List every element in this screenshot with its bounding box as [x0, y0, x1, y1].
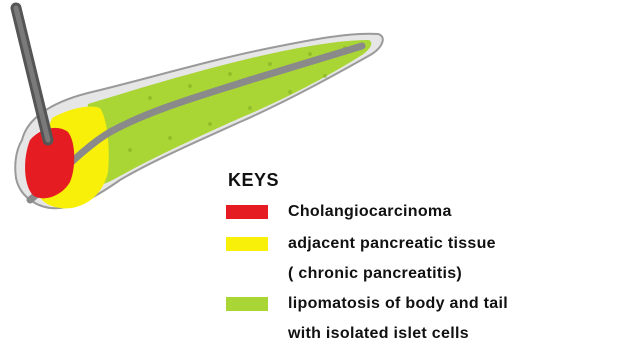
legend-label: adjacent pancreatic tissue — [288, 230, 496, 258]
legend-label: ( chronic pancreatitis) — [288, 260, 462, 288]
legend-label: with isolated islet cells — [288, 320, 469, 348]
legend-title: KEYS — [228, 170, 279, 191]
legend-swatch — [226, 237, 268, 251]
legend-swatch — [226, 205, 268, 219]
legend-swatch — [226, 297, 268, 311]
legend-label: Cholangiocarcinoma — [288, 198, 452, 226]
legend-label: lipomatosis of body and tail — [288, 290, 508, 318]
